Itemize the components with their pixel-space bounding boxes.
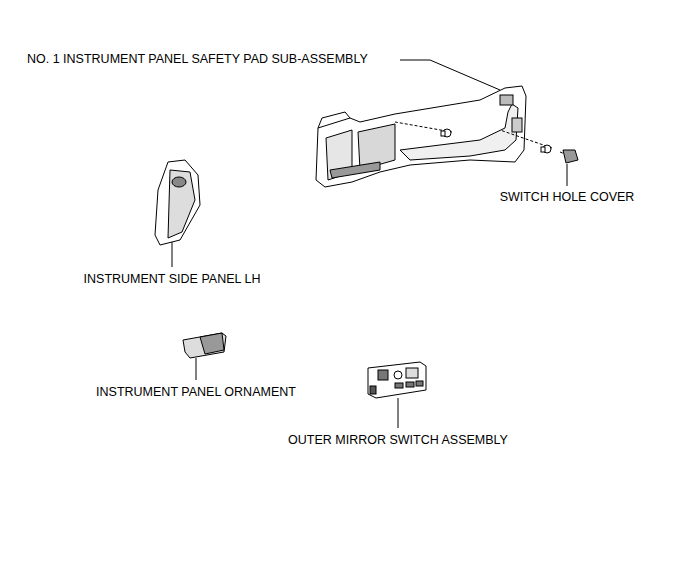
part-name: SWITCH HOLE COVER bbox=[500, 190, 635, 205]
part-name: OUTER MIRROR SWITCH ASSEMBLY bbox=[288, 433, 508, 448]
part-name: INSTRUMENT SIDE PANEL LH bbox=[84, 272, 261, 287]
part-name: NO. 1 INSTRUMENT PANEL SAFETY PAD SUB-AS… bbox=[27, 52, 368, 67]
part-name: INSTRUMENT PANEL ORNAMENT bbox=[96, 385, 296, 400]
